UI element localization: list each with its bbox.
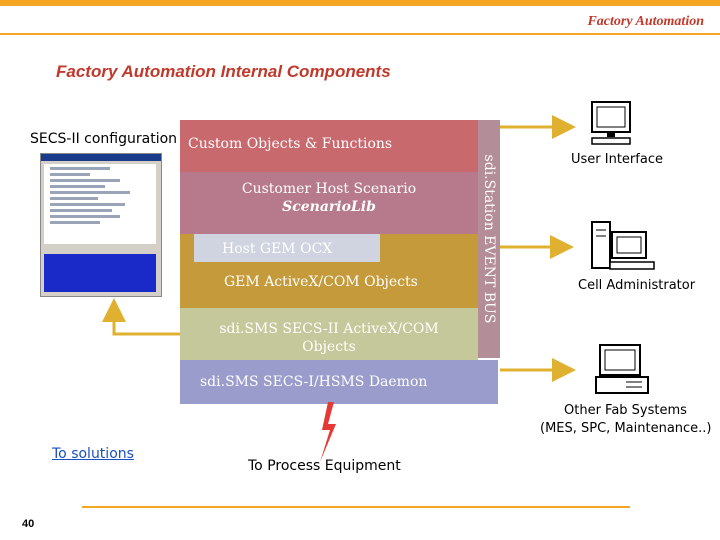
lightning-bolt-icon — [320, 402, 336, 462]
desktop-pc-icon — [595, 344, 649, 394]
page-number: 40 — [22, 518, 35, 530]
arrow-config-to-stack-path — [102, 298, 180, 336]
sms-activex-label-2: Objects — [302, 339, 356, 355]
to-solutions-link[interactable]: To solutions — [52, 446, 134, 462]
secs-config-label: SECS-II configuration — [30, 131, 178, 147]
top-accent-bar — [0, 0, 720, 6]
event-bus-block: sdi.Station EVENT BUS — [478, 120, 500, 358]
scenario-lib-label: ScenarioLib — [282, 199, 376, 215]
config-list — [44, 254, 156, 292]
customer-host-block: Customer Host Scenario ScenarioLib — [180, 172, 478, 234]
custom-objects-block: Custom Objects & Functions — [180, 120, 478, 172]
workstation-icon — [591, 221, 655, 270]
cell-admin-label: Cell Administrator — [578, 278, 696, 293]
secs-config-screenshot — [40, 153, 162, 297]
host-gem-ocx-label: Host GEM OCX — [222, 241, 333, 257]
slide-title: Factory Automation Internal Components — [56, 62, 391, 81]
custom-objects-label: Custom Objects & Functions — [188, 136, 393, 152]
footer-divider — [82, 506, 630, 508]
daemon-block: sdi.SMS SECS-I/HSMS Daemon — [180, 360, 498, 404]
gem-activex-block: Host GEM OCX GEM ActiveX/COM Objects — [180, 234, 478, 308]
sms-activex-block: sdi.SMS SECS-II ActiveX/COM Objects — [180, 308, 478, 360]
host-gem-ocx-box: Host GEM OCX — [194, 234, 380, 262]
sms-activex-label: sdi.SMS SECS-II ActiveX/COM — [219, 321, 439, 337]
other-fab-sublabel: (MES, SPC, Maintenance..) — [540, 421, 712, 436]
customer-host-label: Customer Host Scenario — [241, 181, 417, 197]
process-equipment-label: To Process Equipment — [248, 458, 401, 474]
config-tree — [44, 164, 156, 244]
user-interface-label: User Interface — [571, 152, 663, 167]
header-brand: Factory Automation — [587, 14, 704, 29]
monitor-icon — [591, 101, 631, 145]
window-titlebar — [41, 154, 161, 161]
gem-activex-label: GEM ActiveX/COM Objects — [224, 274, 418, 290]
header-divider — [0, 33, 720, 35]
other-fab-label: Other Fab Systems — [564, 403, 687, 418]
daemon-label: sdi.SMS SECS-I/HSMS Daemon — [200, 374, 428, 390]
